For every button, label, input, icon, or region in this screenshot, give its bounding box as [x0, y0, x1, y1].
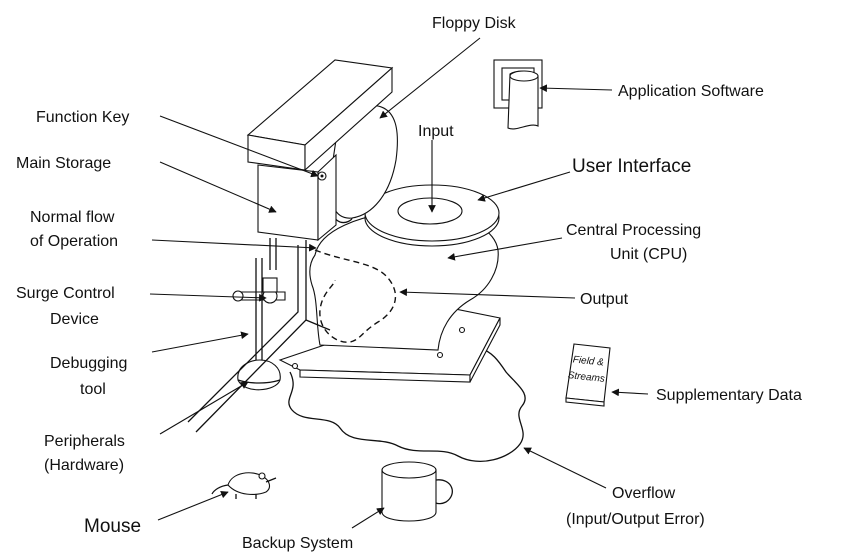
label-floppy-disk: Floppy Disk	[432, 15, 517, 32]
label-cpu-1: Central Processing	[566, 222, 701, 239]
label-normal-flow-2: of Operation	[30, 233, 118, 250]
labels: Floppy Disk Application Software Functio…	[16, 15, 802, 552]
label-backup-system: Backup System	[242, 535, 353, 552]
book-title-line2: Streams	[567, 370, 605, 385]
book-title-line1: Field &	[572, 354, 604, 368]
toilet-tank	[246, 59, 394, 242]
label-main-storage: Main Storage	[16, 155, 111, 172]
label-overflow-2: (Input/Output Error)	[566, 511, 705, 528]
label-user-interface: User Interface	[572, 156, 691, 177]
label-debugging-1: Debugging	[50, 355, 127, 372]
overflow-puddle	[288, 347, 526, 462]
label-mouse: Mouse	[84, 516, 141, 537]
supply-pipe	[232, 238, 286, 304]
label-peripherals-2: (Hardware)	[44, 457, 124, 474]
label-application-software: Application Software	[618, 83, 764, 100]
book: Field & Streams	[565, 343, 611, 407]
label-cpu-2: Unit (CPU)	[610, 246, 687, 263]
label-normal-flow-1: Normal flow	[30, 209, 115, 226]
label-output: Output	[580, 291, 629, 308]
label-overflow-1: Overflow	[612, 485, 676, 502]
label-function-key: Function Key	[36, 109, 129, 126]
label-peripherals-1: Peripherals	[44, 433, 125, 450]
toilet-paper-holder	[493, 59, 543, 130]
label-debugging-2: tool	[80, 381, 106, 398]
toilet-seat	[364, 184, 500, 247]
leader-lines	[149, 37, 649, 529]
label-surge-1: Surge Control	[16, 285, 115, 302]
label-supplementary-data: Supplementary Data	[656, 387, 802, 404]
label-input: Input	[418, 123, 454, 140]
mouse-animal	[211, 472, 277, 499]
label-surge-2: Device	[50, 311, 99, 328]
wall-corner	[187, 240, 331, 433]
mug	[381, 461, 453, 522]
